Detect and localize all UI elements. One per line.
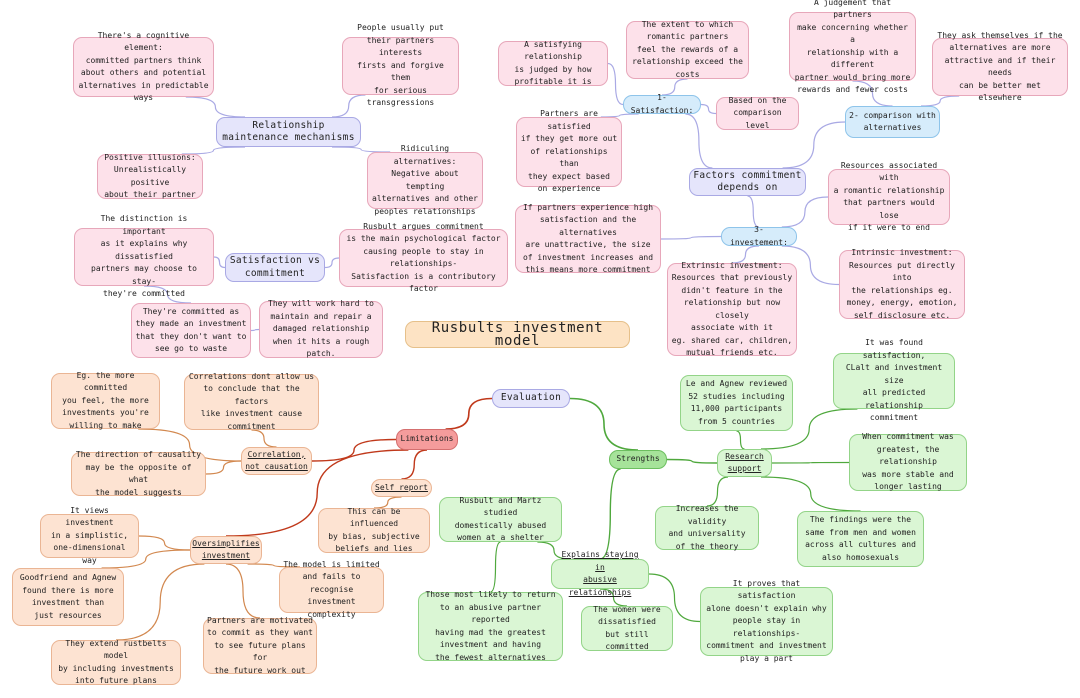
most-likely-return-note[interactable]: Those most likely to return to an abusiv…: [418, 590, 563, 662]
commitment-greatest-note[interactable]: When commitment was greatest, the relati…: [849, 432, 967, 491]
connector-strengths-node-abusive-relationships-node: [599, 468, 621, 560]
satisfying-relationship-note[interactable]: A satisfying relationship is judged by h…: [498, 40, 608, 86]
comparison-level-note[interactable]: Based on the comparison level: [716, 96, 799, 130]
research-support-node[interactable]: Research support: [717, 449, 772, 477]
connector-factors-commitment-node-investment-factor-node: [747, 195, 760, 228]
high-satisfaction-note[interactable]: If partners experience high satisfaction…: [515, 203, 661, 274]
connector-satisfaction-vs-commitment-node-distinction-note: [213, 256, 226, 269]
connector-satisfaction-factor-node-comparison-level-note: [700, 103, 717, 115]
simplistic-note[interactable]: It views investment in a simplistic, one…: [40, 506, 139, 565]
connector-strengths-node-research-support-node: [666, 458, 718, 464]
connector-oversimplifies-node-simplistic-note: [138, 535, 191, 551]
connector-investment-factor-node-high-satisfaction-note: [660, 235, 722, 240]
correlation-node[interactable]: Correlation, not causation: [241, 447, 312, 475]
resources-associated-note[interactable]: Resources associated with a romantic rel…: [828, 161, 950, 232]
partners-satisfied-note[interactable]: Partners are satisfied if they get more …: [516, 109, 622, 193]
connector-evaluation-node-limitations-node: [445, 397, 493, 430]
found-satisfaction-note[interactable]: It was found satisfaction, CLalt and inv…: [833, 338, 955, 422]
extend-model-note[interactable]: They extend rustbelts model by including…: [51, 639, 181, 685]
connector-research-support-node-findings-same-note: [760, 476, 861, 512]
factors-commitment-node[interactable]: Factors commitment depends on: [689, 168, 806, 196]
connector-factors-commitment-node-satisfaction-factor-node: [685, 113, 713, 169]
findings-same-note[interactable]: The findings were the same from men and …: [797, 511, 924, 567]
oversimplifies-node[interactable]: Oversimplifies investment: [190, 536, 262, 564]
more-committed-note[interactable]: Eg. the more committed you feel, the mor…: [51, 371, 160, 430]
rusbult-argues-note[interactable]: Rusbult argues commitment is the main ps…: [339, 222, 508, 293]
connector-research-support-node-commitment-greatest-note: [771, 461, 850, 464]
strengths-node[interactable]: Strengths: [609, 450, 667, 469]
rusbult-martz-note[interactable]: Rusbult and Martz studied domestically a…: [439, 496, 562, 542]
connector-rusbult-martz-note-most-likely-return-note: [490, 541, 501, 593]
work-hard-note[interactable]: They will work hard to maintain and repa…: [259, 299, 383, 358]
investment-factor-node[interactable]: 3- investement:: [721, 225, 797, 247]
women-dissatisfied-note[interactable]: The women were dissatisfied but still co…: [581, 605, 673, 651]
connector-investment-waste-note-work-hard-note: [250, 328, 260, 332]
relationship-maintenance-node[interactable]: Relationship maintenance mechanisms: [216, 117, 361, 147]
proves-satisfaction-note[interactable]: It proves that satisfaction alone doesn'…: [700, 579, 833, 663]
ask-themselves-note[interactable]: They ask themselves if the alternatives …: [932, 31, 1068, 102]
validity-note[interactable]: Increases the validity and universality …: [655, 504, 759, 551]
intrinsic-investment-note[interactable]: Intrinsic investment: Resources put dire…: [839, 248, 965, 320]
goodfriend-agnew-note[interactable]: Goodfriend and Agnew found there is more…: [12, 568, 124, 626]
limitations-node[interactable]: Limitations: [396, 429, 458, 450]
positive-illusions-note[interactable]: Positive illusions: Unrealistically posi…: [97, 153, 203, 199]
distinction-note[interactable]: The distinction is important as it expla…: [74, 214, 214, 298]
partners-interests-note[interactable]: People usually put their partners intere…: [342, 23, 459, 107]
connector-oversimplifies-node-future-plans-note: [225, 563, 261, 619]
connector-limitations-node-correlation-node: [311, 438, 397, 462]
cognitive-element-note[interactable]: There's a cognitive element: committed p…: [73, 31, 214, 102]
le-agnew-note[interactable]: Le and Agnew reviewed 52 studies includi…: [680, 375, 793, 431]
connector-satisfaction-factor-node-satisfying-relationship-note: [607, 62, 624, 106]
investment-waste-note[interactable]: They're committed as they made an invest…: [131, 303, 251, 358]
correlations-dont-allow-note[interactable]: Correlations dont allow us to conclude t…: [184, 372, 319, 431]
central-title[interactable]: Rusbults investment model: [405, 321, 630, 348]
satisfaction-factor-node[interactable]: 1- Satisfaction:: [623, 93, 701, 115]
ridiculing-alternatives-note[interactable]: Ridiculing alternatives: Negative about …: [367, 144, 483, 216]
model-limited-note[interactable]: The model is limited and fails to recogn…: [279, 560, 384, 619]
connector-research-support-node-validity-note: [706, 476, 729, 507]
comparison-alternatives-node[interactable]: 2- comparison with alternatives: [845, 106, 940, 138]
abusive-relationships-node[interactable]: Explains staying in abusive relationship…: [551, 550, 649, 597]
rewards-exceed-costs-note[interactable]: The extent to which romantic partners fe…: [626, 20, 749, 79]
extrinsic-investment-note[interactable]: Extrinsic investment: Resources that pre…: [667, 261, 797, 357]
connector-oversimplifies-node-extend-model-note: [115, 563, 205, 641]
judgement-note[interactable]: A judgement that partners make concernin…: [789, 0, 916, 94]
connector-investment-factor-node-resources-associated-note: [781, 196, 829, 228]
connector-research-support-node-le-agnew-note: [736, 430, 745, 450]
future-plans-note[interactable]: Partners are motivated to commit as they…: [203, 616, 317, 675]
direction-causality-note[interactable]: The direction of causality may be the op…: [71, 450, 206, 497]
self-report-node[interactable]: Self report: [371, 479, 432, 497]
self-report-bias-note[interactable]: This can be influenced by bias, subjecti…: [318, 507, 430, 553]
evaluation-node[interactable]: Evaluation: [492, 389, 570, 408]
satisfaction-vs-commitment-node[interactable]: Satisfaction vs commitment: [225, 253, 325, 282]
connector-correlation-node-direction-causality-note: [205, 460, 242, 475]
connector-satisfaction-vs-commitment-node-rusbult-argues-note: [324, 257, 340, 269]
connector-evaluation-node-strengths-node: [569, 397, 639, 451]
connector-limitations-node-self-report-node: [401, 449, 428, 480]
